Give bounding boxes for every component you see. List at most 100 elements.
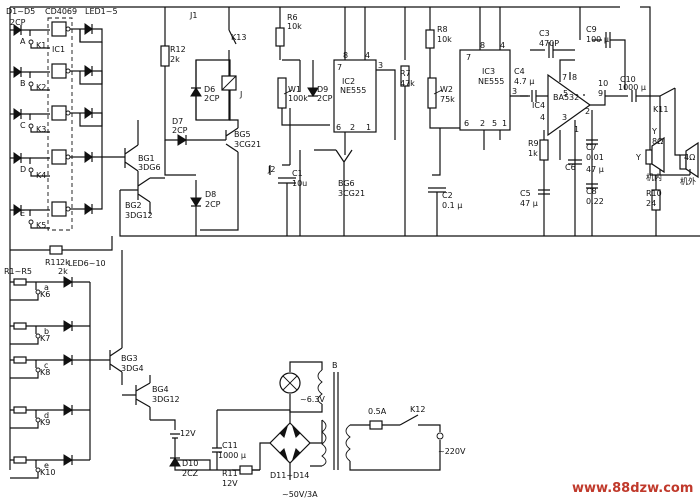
svg-text:12V: 12V xyxy=(180,429,196,438)
svg-text:D10: D10 xyxy=(182,459,198,468)
svg-text:5: 5 xyxy=(563,89,568,98)
power-supply xyxy=(169,361,444,480)
svg-text:6: 6 xyxy=(464,119,469,128)
svg-text:BA532: BA532 xyxy=(553,93,579,102)
svg-text:2: 2 xyxy=(350,123,355,132)
svg-text:1000 μ: 1000 μ xyxy=(618,83,646,92)
svg-text:D7: D7 xyxy=(172,117,183,126)
svg-text:K13: K13 xyxy=(231,33,246,42)
svg-text:470P: 470P xyxy=(539,39,559,48)
row-4 xyxy=(10,149,125,177)
svg-text:4: 4 xyxy=(365,51,370,60)
svg-text:47k: 47k xyxy=(400,79,415,88)
label-cd4069: CD4069 xyxy=(45,7,77,16)
svg-text:5: 5 xyxy=(492,119,497,128)
svg-text:2CP: 2CP xyxy=(205,200,221,209)
svg-text:1k: 1k xyxy=(528,149,538,158)
svg-text:3DG4: 3DG4 xyxy=(121,364,144,373)
svg-text:100k: 100k xyxy=(288,94,308,103)
svg-text:b: b xyxy=(44,327,49,336)
svg-text:0.5A: 0.5A xyxy=(368,407,387,416)
svg-text:3: 3 xyxy=(562,113,567,122)
svg-text:47 μ: 47 μ xyxy=(520,199,538,208)
svg-text:10k: 10k xyxy=(437,35,452,44)
svg-text:R6: R6 xyxy=(287,13,298,22)
svg-text:6: 6 xyxy=(336,123,341,132)
svg-text:C6: C6 xyxy=(565,163,576,172)
svg-text:24: 24 xyxy=(646,199,656,208)
svg-text:BG4: BG4 xyxy=(152,385,169,394)
svg-text:K11: K11 xyxy=(653,105,668,114)
svg-text:3DG6: 3DG6 xyxy=(138,163,161,172)
row-3 xyxy=(10,105,103,133)
relay-section xyxy=(160,7,239,236)
svg-text:3CG21: 3CG21 xyxy=(338,189,365,198)
svg-text:d: d xyxy=(44,411,49,420)
svg-text:机内: 机内 xyxy=(646,172,662,182)
svg-text:1: 1 xyxy=(366,123,371,132)
transistor-bg3 xyxy=(109,250,123,385)
svg-text:3DG12: 3DG12 xyxy=(152,395,180,404)
svg-text:~220V: ~220V xyxy=(438,447,466,456)
svg-text:BG1: BG1 xyxy=(138,154,155,163)
svg-text:K7: K7 xyxy=(40,334,50,343)
top-power-rail xyxy=(10,6,651,175)
svg-text:IC3: IC3 xyxy=(482,67,495,76)
svg-text:3: 3 xyxy=(378,61,383,70)
svg-text:4Ω: 4Ω xyxy=(684,153,695,162)
row-5 xyxy=(10,157,103,229)
svg-text:2k: 2k xyxy=(170,55,180,64)
svg-text:C5: C5 xyxy=(520,189,531,198)
svg-text:~50V/3A: ~50V/3A xyxy=(282,490,318,499)
lower-switch-bank xyxy=(9,236,113,479)
svg-text:10u: 10u xyxy=(292,179,307,188)
svg-text:R12: R12 xyxy=(170,45,186,54)
svg-text:A: A xyxy=(20,37,26,46)
svg-text:K9: K9 xyxy=(40,418,50,427)
svg-text:10k: 10k xyxy=(287,22,302,31)
svg-text:8Ω: 8Ω xyxy=(652,137,663,146)
svg-text:NE555: NE555 xyxy=(340,86,366,95)
svg-text:e: e xyxy=(44,461,49,470)
svg-text:c: c xyxy=(44,361,48,370)
transistor-bg2 xyxy=(119,177,200,237)
svg-text:2CP: 2CP xyxy=(317,94,333,103)
svg-text:W1: W1 xyxy=(288,85,301,94)
row-1 xyxy=(10,21,103,49)
svg-text:K1: K1 xyxy=(36,41,46,50)
svg-text:2k: 2k xyxy=(60,258,70,267)
svg-text:0.01: 0.01 xyxy=(586,153,604,162)
svg-text:B: B xyxy=(20,79,26,88)
svg-text:C8: C8 xyxy=(586,187,597,196)
svg-text:~6.3V: ~6.3V xyxy=(300,395,325,404)
svg-text:47 μ: 47 μ xyxy=(586,165,604,174)
transistor-bg4 xyxy=(122,375,180,460)
svg-text:2CP: 2CP xyxy=(172,126,188,135)
label-ic1: IC1 xyxy=(52,45,65,54)
svg-text:4.7 μ: 4.7 μ xyxy=(514,77,534,86)
svg-text:2: 2 xyxy=(480,119,485,128)
svg-text:8: 8 xyxy=(343,51,348,60)
svg-text:D8: D8 xyxy=(205,190,216,199)
svg-text:D: D xyxy=(20,165,26,174)
svg-text:K8: K8 xyxy=(40,368,50,377)
svg-text:1: 1 xyxy=(502,119,507,128)
svg-text:2CZ: 2CZ xyxy=(182,469,199,478)
svg-text:10: 10 xyxy=(598,79,608,88)
svg-text:K3: K3 xyxy=(36,125,46,134)
svg-text:R10: R10 xyxy=(646,189,662,198)
svg-text:C9: C9 xyxy=(586,25,597,34)
svg-text:8: 8 xyxy=(572,73,577,82)
label-j1: J1 xyxy=(189,11,197,20)
svg-text:R9: R9 xyxy=(528,139,539,148)
svg-text:C10: C10 xyxy=(620,75,636,84)
svg-text:R11: R11 xyxy=(222,469,238,478)
svg-text:4: 4 xyxy=(540,113,545,122)
svg-text:B: B xyxy=(332,361,338,370)
svg-text:a: a xyxy=(44,283,49,292)
svg-text:C4: C4 xyxy=(514,67,525,76)
svg-text:LED6~10: LED6~10 xyxy=(68,259,106,268)
svg-text:W2: W2 xyxy=(440,85,453,94)
watermark-text: www.88dzw.com xyxy=(572,481,693,496)
